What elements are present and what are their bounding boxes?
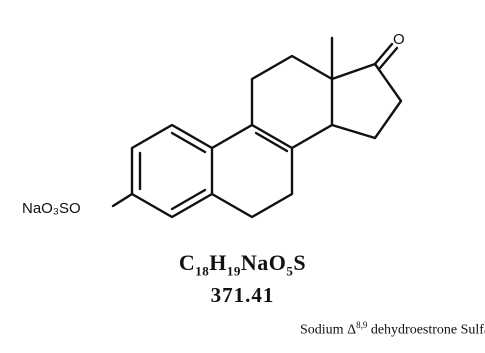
- ring-b: [210, 123, 294, 219]
- compound-name-prefix: Sodium Δ: [300, 322, 357, 338]
- ring-d: [330, 62, 403, 140]
- formula-hydrogen: H: [209, 250, 227, 275]
- formula-sulfur: S: [293, 250, 307, 275]
- formula-carbon: C: [178, 250, 196, 275]
- formula-oxygen-count: 5: [286, 263, 294, 279]
- formula-hydrogen-count: 19: [226, 263, 241, 279]
- ketone-oxygen-label: O: [393, 31, 405, 48]
- formula-sodium-oxygen: NaO: [240, 250, 287, 275]
- ring-a-aromatic: [130, 123, 214, 219]
- sulfate-bond: [111, 192, 134, 208]
- compound-name-suffix: dehydroestrone Sulfate: [370, 322, 485, 338]
- ketone-group: [373, 42, 399, 70]
- molecular-weight: 371.41: [210, 283, 275, 307]
- ring-c: [250, 54, 334, 150]
- formula-carbon-count: 18: [195, 263, 210, 279]
- molecular-formula: C18H19NaO5S: [0, 250, 485, 279]
- compound-name: Sodium Δ8,9 dehydroestrone Sulfate: [300, 320, 485, 339]
- compound-name-superscript: 8,9: [356, 320, 368, 330]
- sulfate-substituent-label: NaO₃SO: [22, 200, 81, 217]
